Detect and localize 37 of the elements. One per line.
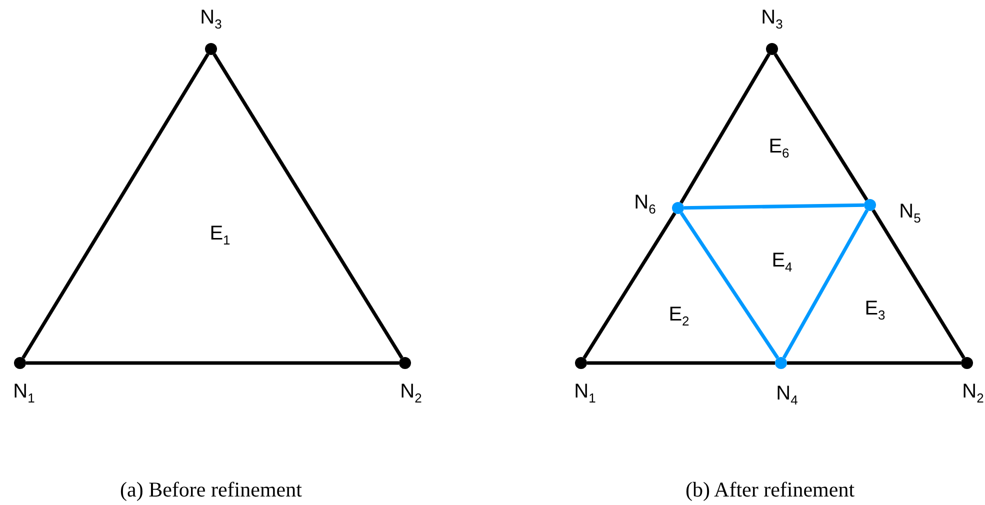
element-label: E$_{2}$ xyxy=(668,304,690,328)
mesh-edge xyxy=(582,212,676,359)
node-label: N$_{3}$ xyxy=(761,6,783,32)
element-label: E$_{3}$ xyxy=(864,298,886,322)
node-label: N$_{1}$ xyxy=(574,380,596,406)
mesh-edge xyxy=(787,361,961,365)
node-label: N$_{2}$ xyxy=(962,380,984,406)
mesh-edge xyxy=(26,361,399,365)
subfigure-caption: (a) Before refinement xyxy=(120,478,302,502)
node-dot xyxy=(775,357,787,369)
node-dot xyxy=(961,357,973,369)
mesh-edge xyxy=(680,212,780,359)
node-label: N$_{3}$ xyxy=(200,6,222,32)
mesh-edge xyxy=(774,53,868,201)
node-label: N$_{2}$ xyxy=(400,380,422,406)
node-label: N$_{5}$ xyxy=(899,200,921,226)
node-dot xyxy=(399,357,411,369)
mesh-edge xyxy=(680,53,770,204)
node-dot xyxy=(205,43,217,55)
node-dot xyxy=(575,357,587,369)
node-label: N$_{4}$ xyxy=(776,382,798,408)
node-dot xyxy=(14,357,26,369)
mesh-edge xyxy=(212,53,404,359)
mesh-edge xyxy=(872,209,966,359)
node-label: N$_{6}$ xyxy=(634,192,656,216)
subfigure-caption: (b) After refinement xyxy=(685,478,855,502)
mesh-edge xyxy=(782,209,869,359)
element-label: E$_{4}$ xyxy=(772,250,792,274)
node-label: N$_{1}$ xyxy=(13,380,35,406)
node-dot xyxy=(672,202,684,214)
element-label: E$_{1}$ xyxy=(210,222,230,248)
node-dot xyxy=(864,199,876,211)
node-dot xyxy=(766,43,778,55)
element-label: E$_{6}$ xyxy=(768,136,790,160)
mesh-edge xyxy=(22,53,210,359)
mesh-edge xyxy=(684,203,864,210)
mesh-edge xyxy=(587,361,775,365)
